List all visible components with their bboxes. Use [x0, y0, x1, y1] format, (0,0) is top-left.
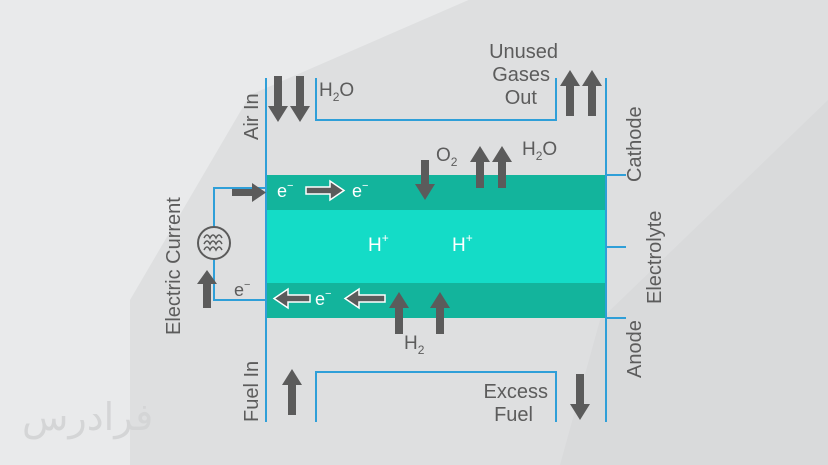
oxygen-label: O2 [436, 145, 458, 169]
excess-fuel-arrow-icon [570, 374, 590, 420]
electrolyte-layer [266, 210, 606, 283]
cathode-label: Cathode [624, 106, 646, 182]
anode-label: Anode [624, 320, 646, 378]
electron-arrow-anode-2-icon [343, 287, 386, 310]
flow-arrows [197, 70, 602, 420]
electrolyte-label: Electrolyte [644, 211, 666, 304]
electron-label-wire: e− [234, 279, 250, 300]
excess-fuel-label-line2: Fuel [494, 404, 533, 426]
fuel-in-label: Fuel In [241, 361, 263, 422]
unused-gases-arrow-2-icon [582, 70, 602, 116]
current-arrow-up-icon [197, 270, 217, 308]
hydrogen-up-arrow-2-icon [430, 292, 450, 334]
air-in-arrow-2-icon [290, 76, 310, 122]
current-arrow-right-icon [232, 183, 266, 202]
air-in-label: Air In [241, 93, 263, 140]
air-in-arrow-1-icon [268, 76, 288, 122]
background-long-shadow-right [560, 100, 828, 465]
electron-label-anode: e− [315, 288, 331, 309]
coil-icon [197, 226, 231, 260]
water-up-arrow-1-icon [470, 146, 490, 188]
oxygen-down-arrow-icon [415, 160, 435, 200]
electric-current-label: Electric Current [163, 197, 185, 335]
excess-fuel-label-line1: Excess [484, 381, 548, 403]
water-up-arrow-2-icon [492, 146, 512, 188]
electron-label-cathode-1: e− [277, 180, 293, 201]
unused-gases-label-line2: Gases [492, 64, 550, 86]
electron-label-cathode-2: e− [352, 180, 368, 201]
hydrogen-label: H2 [404, 333, 425, 357]
hydrogen-up-arrow-1-icon [389, 292, 409, 334]
electron-arrow-cathode-icon [305, 179, 346, 202]
proton-label-1: H+ [368, 231, 389, 256]
unused-gases-label-line1: Unused [489, 41, 558, 63]
unused-gases-label-line3: Out [505, 87, 538, 109]
water-label-right: H2O [522, 139, 557, 163]
electron-arrows [272, 179, 386, 310]
water-label-top: H2O [319, 80, 354, 104]
watermark-logo: فرادرس [22, 395, 153, 440]
fuel-in-arrow-icon [282, 369, 302, 415]
wire-outline [213, 78, 626, 422]
electron-arrow-anode-1-icon [272, 287, 311, 310]
proton-label-2: H+ [452, 231, 473, 256]
unused-gases-arrow-1-icon [560, 70, 580, 116]
